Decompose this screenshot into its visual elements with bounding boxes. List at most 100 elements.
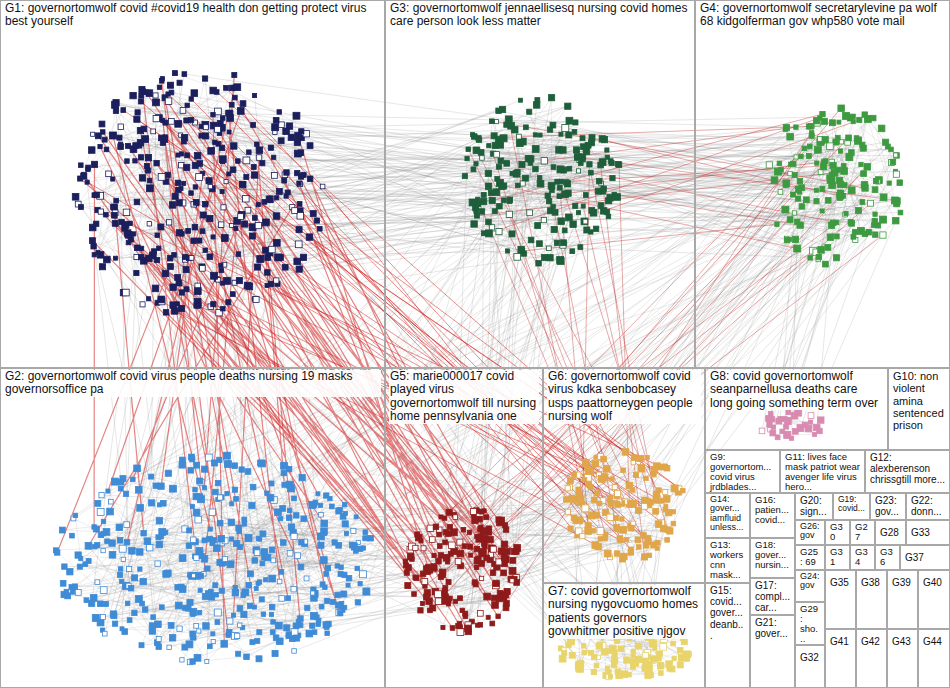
vertex bbox=[537, 180, 544, 187]
vertex bbox=[211, 272, 218, 279]
vertex bbox=[448, 596, 452, 600]
vertex bbox=[635, 537, 641, 543]
vertex bbox=[552, 209, 558, 215]
vertex bbox=[325, 565, 331, 571]
vertex bbox=[98, 144, 102, 148]
vertex bbox=[570, 221, 576, 227]
vertex bbox=[233, 95, 238, 100]
group-panel: G33 bbox=[906, 520, 950, 545]
vertex bbox=[197, 478, 203, 484]
vertex bbox=[461, 527, 466, 532]
vertex bbox=[193, 488, 197, 492]
vertex bbox=[589, 170, 594, 175]
vertex bbox=[419, 539, 423, 543]
vertex bbox=[610, 477, 614, 481]
vertex bbox=[152, 249, 157, 254]
vertex bbox=[114, 256, 118, 260]
vertex bbox=[897, 180, 903, 186]
vertex bbox=[653, 509, 659, 515]
vertex bbox=[830, 220, 836, 226]
vertex bbox=[132, 232, 136, 236]
vertex bbox=[851, 234, 856, 239]
vertex bbox=[878, 125, 885, 132]
vertex bbox=[681, 639, 687, 645]
vertex bbox=[259, 597, 264, 602]
vertex bbox=[244, 175, 249, 180]
vertex bbox=[172, 253, 177, 258]
vertex bbox=[405, 583, 411, 589]
vertex bbox=[141, 126, 147, 132]
vertex bbox=[226, 300, 231, 305]
vertex bbox=[246, 583, 252, 589]
vertex bbox=[194, 288, 201, 295]
vertex bbox=[214, 593, 219, 598]
vertex bbox=[194, 303, 200, 309]
vertex bbox=[657, 488, 662, 493]
vertex bbox=[91, 132, 95, 136]
vertex bbox=[681, 488, 686, 493]
vertex bbox=[282, 264, 288, 270]
vertex bbox=[59, 527, 65, 533]
vertex bbox=[477, 516, 483, 522]
vertex bbox=[85, 542, 92, 549]
vertex bbox=[101, 615, 106, 620]
vertex bbox=[585, 143, 591, 149]
vertex bbox=[557, 185, 562, 190]
vertex bbox=[541, 158, 547, 164]
vertex bbox=[180, 658, 184, 662]
vertex bbox=[569, 652, 575, 658]
vertex bbox=[185, 605, 191, 611]
vertex bbox=[330, 599, 335, 604]
vertex bbox=[509, 231, 515, 237]
vertex bbox=[791, 192, 796, 197]
vertex bbox=[328, 496, 332, 500]
vertex bbox=[424, 594, 430, 600]
vertex bbox=[582, 651, 586, 655]
vertex bbox=[880, 194, 887, 201]
vertex bbox=[92, 614, 99, 621]
vertex bbox=[295, 132, 302, 139]
vertex bbox=[197, 161, 203, 167]
vertex bbox=[588, 512, 595, 519]
vertex bbox=[576, 665, 582, 671]
vertex bbox=[77, 564, 82, 569]
vertex bbox=[109, 132, 116, 139]
vertex bbox=[358, 582, 362, 586]
vertex bbox=[195, 153, 201, 159]
vertex bbox=[898, 210, 903, 215]
vertex bbox=[514, 580, 520, 586]
vertex bbox=[648, 499, 654, 505]
vertex bbox=[490, 119, 495, 124]
group-label: G14: gover... iamfluid unless... bbox=[709, 495, 746, 533]
vertex bbox=[79, 163, 84, 168]
vertex bbox=[557, 257, 564, 264]
vertex bbox=[480, 198, 487, 205]
vertex bbox=[147, 178, 152, 183]
group-label: G21: gover... bbox=[754, 617, 791, 639]
vertex bbox=[156, 637, 161, 642]
vertex bbox=[580, 136, 585, 141]
vertex bbox=[109, 499, 114, 504]
vertex bbox=[118, 486, 123, 491]
vertex-cluster bbox=[462, 95, 622, 266]
vertex bbox=[794, 155, 798, 159]
vertex bbox=[291, 629, 298, 636]
vertex bbox=[306, 630, 313, 637]
vertex bbox=[339, 601, 344, 606]
vertex bbox=[841, 164, 846, 169]
vertex bbox=[588, 484, 593, 489]
vertex bbox=[149, 623, 154, 628]
vertex bbox=[206, 178, 212, 184]
vertex bbox=[471, 167, 476, 172]
vertex bbox=[211, 113, 215, 117]
vertex bbox=[838, 105, 845, 112]
vertex bbox=[119, 567, 123, 571]
group-panel: G6: governortomwolf covid virus kdka sen… bbox=[543, 368, 705, 583]
vertex bbox=[237, 529, 241, 533]
vertex bbox=[242, 517, 247, 522]
vertex bbox=[229, 102, 234, 107]
vertex bbox=[265, 491, 269, 495]
vertex bbox=[493, 580, 499, 586]
vertex bbox=[771, 177, 778, 184]
